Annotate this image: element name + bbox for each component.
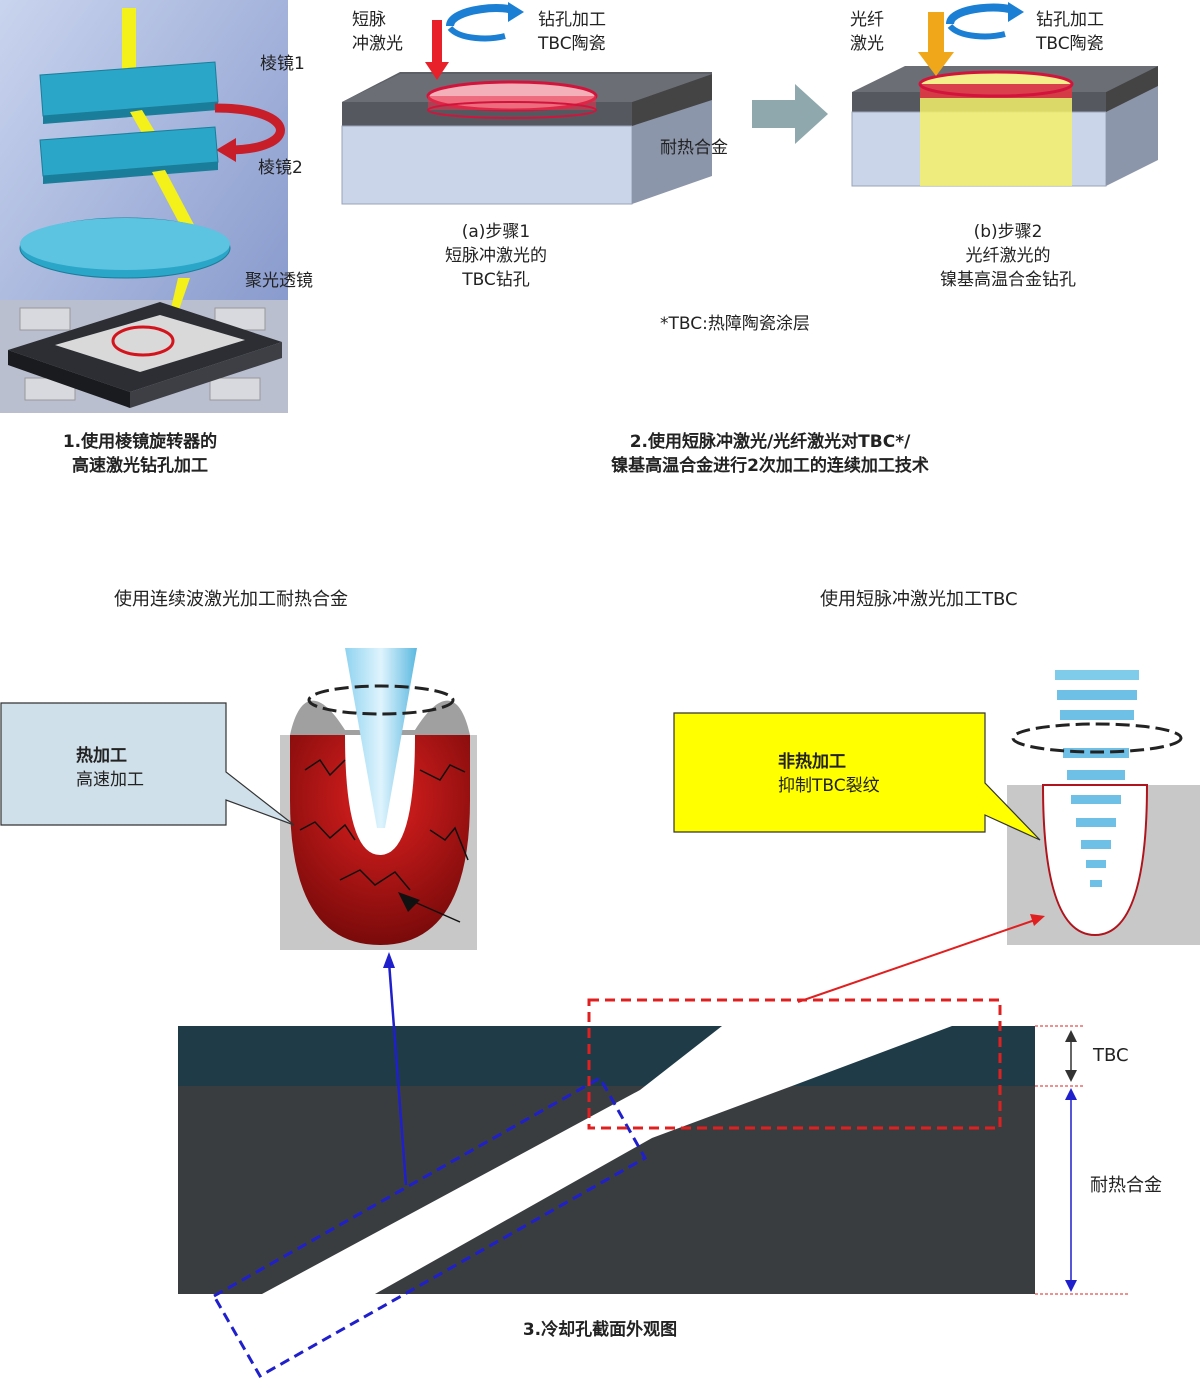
crack-lines bbox=[304, 758, 346, 777]
step1-laser-label-line2: 冲激光 bbox=[352, 34, 403, 54]
step2-caption-line1: (b)步骤2 bbox=[973, 222, 1043, 242]
cw-laser-inset bbox=[280, 648, 477, 950]
drill-ring bbox=[111, 325, 175, 357]
step2-laser-label-line2: 激光 bbox=[850, 34, 884, 54]
short-pulse-title: 使用短脉冲激光加工TBC bbox=[820, 589, 1018, 610]
fiber-laser-arrow-icon bbox=[928, 12, 944, 56]
step1-caption-line3: TBC钻孔 bbox=[462, 270, 530, 290]
cooling-hole-cross-section bbox=[178, 914, 1130, 1379]
panel2-caption-line2: 镍基高温合金进行2次加工的连续加工技术 bbox=[611, 456, 929, 476]
step1-process-label-line2: TBC陶瓷 bbox=[538, 34, 606, 54]
workpiece-surface bbox=[55, 315, 245, 372]
laser-beam-top bbox=[122, 8, 136, 80]
step1-process-label-line1: 钻孔加工 bbox=[538, 10, 606, 30]
prism2-label: 棱镜2 bbox=[258, 158, 303, 178]
step1-block bbox=[341, 2, 712, 205]
step1-caption-line2: 短脉冲激光的 bbox=[445, 246, 547, 266]
tbc-zone-highlight bbox=[587, 998, 1002, 1130]
step1-caption-line1: (a)步骤1 bbox=[461, 222, 531, 242]
panel3-caption: 3.冷却孔截面外观图 bbox=[522, 1320, 678, 1340]
step2-laser-label-line1: 光纤 bbox=[850, 10, 884, 30]
alloy-dimension-label: 耐热合金 bbox=[1090, 1175, 1162, 1196]
step-transition-arrow-icon bbox=[752, 84, 828, 144]
lens-label: 聚光透镜 bbox=[245, 271, 313, 291]
tbc-footnote: *TBC:热障陶瓷涂层 bbox=[660, 314, 810, 334]
step2-caption-line3: 镍基高温合金钻孔 bbox=[940, 270, 1076, 290]
rotation-arrow-icon bbox=[946, 3, 1019, 26]
step2-process-label-line2: TBC陶瓷 bbox=[1036, 34, 1104, 54]
rotation-arrow-icon bbox=[214, 103, 285, 155]
step2-block bbox=[851, 2, 1158, 187]
cw-laser-title: 使用连续波激光加工耐热合金 bbox=[114, 589, 348, 610]
cw-rotation-ring bbox=[307, 684, 455, 716]
step1-laser-label-line1: 短脉 bbox=[352, 10, 386, 30]
rotation-arrow-icon bbox=[446, 4, 519, 28]
prism1-label: 棱镜1 bbox=[260, 54, 305, 74]
step2-caption-line2: 光纤激光的 bbox=[965, 246, 1051, 266]
prism-rotator-illustration bbox=[0, 0, 288, 413]
base-alloy-label: 耐热合金 bbox=[660, 138, 728, 158]
short-pulse-laser-arrow-icon bbox=[432, 20, 442, 66]
step2-process-label-line1: 钻孔加工 bbox=[1036, 10, 1104, 30]
non-heat-process-callout bbox=[673, 712, 1041, 841]
step1-alloy-layer bbox=[341, 125, 633, 205]
panel1-caption-line2: 高速激光钻孔加工 bbox=[72, 456, 208, 476]
sp-rotation-ring bbox=[1011, 722, 1183, 754]
link-arrow-right bbox=[797, 919, 1036, 1003]
non-heat-callout-title: 非热加工 bbox=[778, 752, 846, 772]
panel2-caption-line1: 2.使用短脉冲激光/光纤激光对TBC*/ bbox=[629, 432, 911, 452]
laser-beam-lower bbox=[152, 170, 200, 238]
short-pulse-inset bbox=[1007, 670, 1200, 945]
heat-process-callout-title: 热加工 bbox=[76, 746, 127, 766]
cw-laser-beam bbox=[345, 648, 417, 828]
tbc-dimension-label: TBC bbox=[1093, 1045, 1129, 1066]
cooling-hole bbox=[262, 1026, 952, 1294]
non-heat-callout-subtitle: 抑制TBC裂纹 bbox=[778, 776, 880, 796]
link-arrow-left bbox=[387, 961, 408, 1186]
panel1-caption-line1: 1.使用棱镜旋转器的 bbox=[62, 432, 218, 452]
heat-zone-highlight bbox=[211, 1075, 648, 1379]
heat-process-callout-subtitle: 高速加工 bbox=[76, 770, 144, 790]
step2-drilled-hole bbox=[920, 86, 1072, 186]
heat-process-callout bbox=[0, 702, 295, 826]
